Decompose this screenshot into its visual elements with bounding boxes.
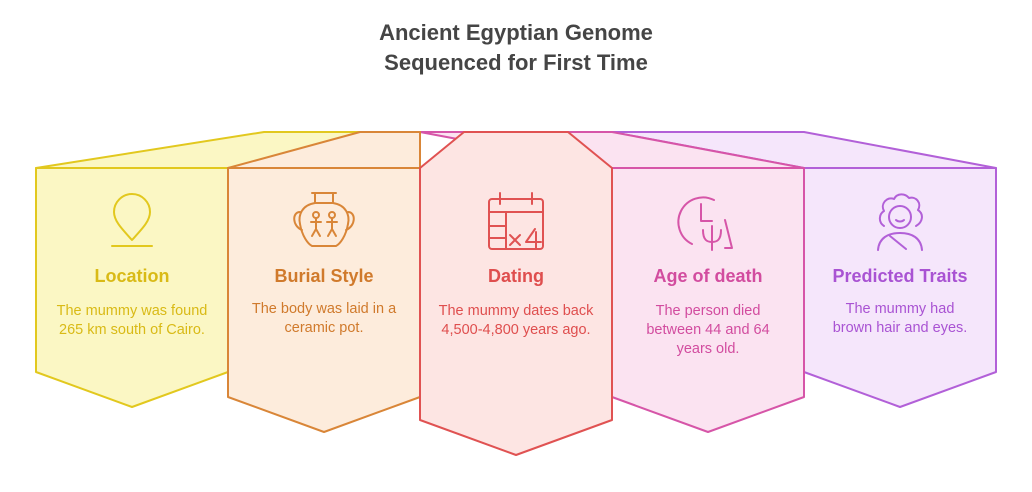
panel-3-title: Dating — [488, 266, 544, 286]
panel-1-front — [35, 167, 229, 408]
panel-2-text: Burial Style The body was laid in a cera… — [244, 264, 404, 338]
panel-1-desc: The mummy was found 265 km south of Cair… — [56, 303, 208, 338]
panel-burial-style — [227, 131, 421, 433]
panel-2-desc: The body was laid in a ceramic pot. — [251, 301, 397, 336]
map-pin-icon — [111, 193, 153, 247]
diagram-title: Ancient Egyptian Genome Sequenced for Fi… — [0, 18, 1032, 78]
panel-5-desc: The mummy had brown hair and eyes. — [832, 301, 968, 336]
panel-3-text: Dating The mummy dates back 4,500-4,800 … — [436, 264, 596, 340]
panel-4-title: Age of death — [653, 266, 763, 286]
calendar-icon — [488, 192, 544, 250]
panel-predicted-traits — [611, 131, 997, 408]
title-line-1: Ancient Egyptian Genome — [379, 20, 653, 45]
panel-dating — [419, 131, 613, 456]
title-line-2: Sequenced for First Time — [384, 50, 648, 75]
panel-1-text: Location The mummy was found 265 km sout… — [52, 264, 212, 340]
age-icon — [677, 196, 733, 251]
panel-3-front — [419, 131, 613, 456]
panel-2-title: Burial Style — [274, 266, 374, 286]
panel-5-title: Predicted Traits — [832, 266, 968, 286]
panel-4-text: Age of death The person died between 44 … — [628, 264, 788, 359]
panel-4-desc: The person died between 44 and 64 years … — [646, 303, 770, 357]
panel-5-text: Predicted Traits The mummy had brown hai… — [830, 264, 970, 338]
panel-3-desc: The mummy dates back 4,500-4,800 years a… — [438, 303, 594, 338]
person-icon — [877, 193, 923, 251]
panel-2-front — [227, 167, 421, 433]
vase-icon — [293, 192, 355, 247]
panel-1-title: Location — [94, 266, 170, 286]
